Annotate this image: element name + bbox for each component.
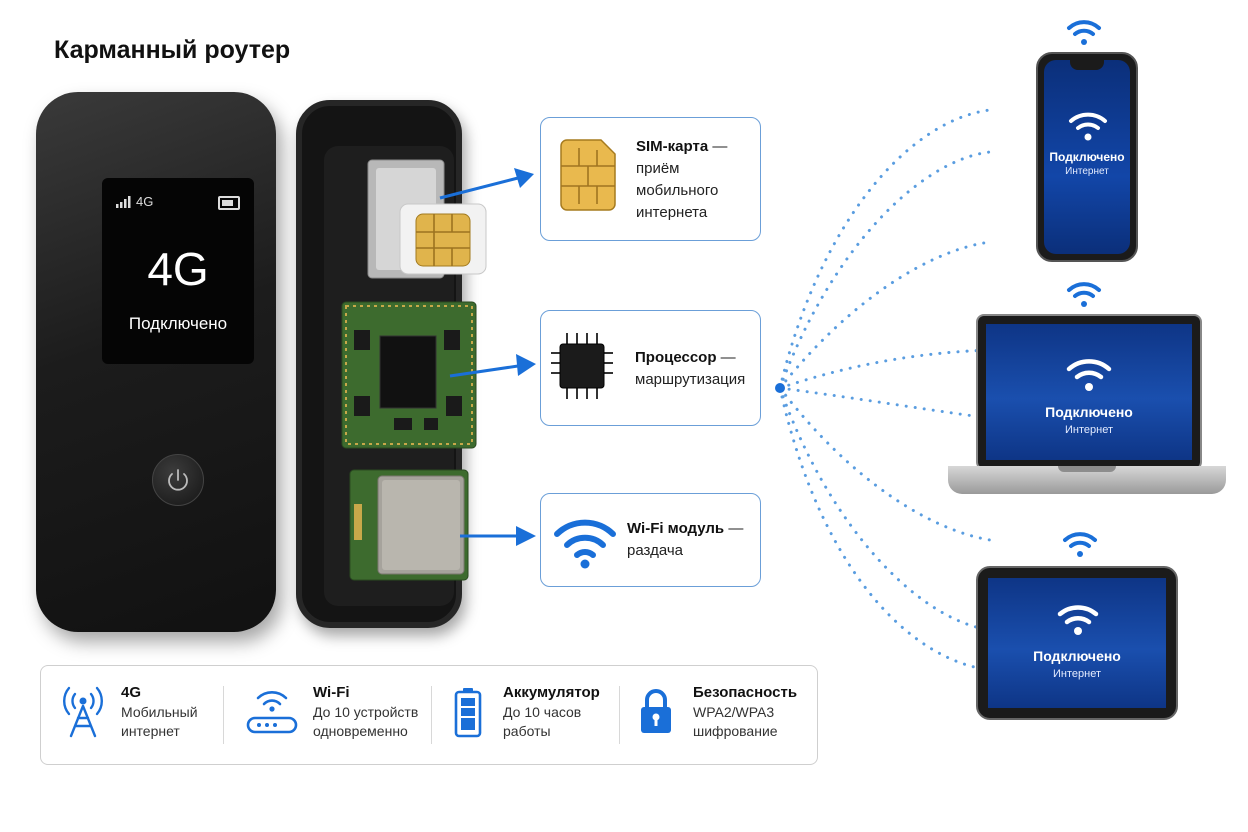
arrow-head-wifi xyxy=(516,526,536,546)
router-front: 4G 4G Подключено xyxy=(36,92,276,632)
device-phone: Подключено Интернет xyxy=(1036,52,1138,262)
device-laptop: Подключено Интернет xyxy=(976,314,1202,470)
antenna-icon xyxy=(63,686,103,738)
dash: — xyxy=(728,520,744,537)
dash: — xyxy=(712,138,728,155)
feature-title: Wi-Fi xyxy=(313,684,350,701)
screen-status: Подключено xyxy=(128,314,228,333)
feature-line: WPA2/WPA3 xyxy=(693,704,775,720)
dash: — xyxy=(720,349,736,366)
signal-bars-icon xyxy=(116,196,131,208)
component-desc-line: маршрутизация xyxy=(635,371,746,388)
battery-status-icon xyxy=(218,196,240,210)
processor-chip-icon xyxy=(551,333,613,399)
component-desc-line: раздача xyxy=(627,542,683,559)
network-type-label: 4G xyxy=(136,194,154,209)
processor-board-icon xyxy=(341,301,477,449)
device-tablet: Подключено Интернет xyxy=(976,566,1178,720)
divider xyxy=(619,686,620,744)
feature-line: Мобильный xyxy=(121,704,198,720)
laptop-base xyxy=(948,466,1226,494)
device-status: Подключено xyxy=(1033,648,1121,664)
sim-card-icon xyxy=(560,139,616,211)
device-status: Подключено xyxy=(1049,150,1125,164)
component-arrows xyxy=(439,168,536,546)
signal-waves xyxy=(775,108,992,672)
device-sub: Интернет xyxy=(1065,424,1113,436)
feature-line: До 10 часов xyxy=(503,704,582,720)
component-desc-line: приём xyxy=(636,160,680,177)
wifi-icon xyxy=(1067,20,1101,45)
power-button[interactable] xyxy=(152,454,204,506)
wifi-board-icon xyxy=(349,469,469,581)
feature-line: До 10 устройств xyxy=(313,704,419,720)
wifi-icon xyxy=(1066,359,1112,391)
router-screen: 4G 4G Подключено xyxy=(102,178,254,364)
device-status: Подключено xyxy=(1045,404,1133,420)
feature-line: работы xyxy=(503,723,551,739)
component-desc-line: интернета xyxy=(636,204,708,221)
feature-title: Аккумулятор xyxy=(503,684,600,701)
wifi-icon xyxy=(1057,605,1099,635)
component-box-wifi: Wi-Fi модуль — раздача xyxy=(540,493,761,587)
wifi-icon xyxy=(1069,112,1107,141)
component-name-processor: Процессор xyxy=(635,349,717,366)
features-bar: 4G Мобильный интернет Wi-Fi До 10 устрой… xyxy=(40,665,818,765)
wifi-icon xyxy=(1067,282,1101,307)
phone-notch xyxy=(1070,60,1104,70)
battery-icon xyxy=(454,688,482,738)
power-icon xyxy=(168,469,188,491)
component-box-sim: SIM-карта — приём мобильного интернета xyxy=(540,117,761,241)
router-wifi-icon xyxy=(246,691,298,734)
arrow-sim xyxy=(439,176,519,200)
laptop-screen: Подключено Интернет xyxy=(986,324,1192,460)
wifi-icon xyxy=(554,519,616,569)
feature-title: 4G xyxy=(121,684,142,701)
device-sub: Интернет xyxy=(1065,166,1109,177)
tablet-screen: Подключено Интернет xyxy=(988,578,1166,708)
signal-source-dot xyxy=(775,383,785,393)
component-name-wifi: Wi-Fi модуль xyxy=(627,520,725,537)
component-box-processor: Процессор — маршрутизация xyxy=(540,310,761,426)
divider xyxy=(431,686,432,744)
feature-title: Безопасность xyxy=(693,684,798,701)
feature-line: одновременно xyxy=(313,723,408,739)
feature-line: шифрование xyxy=(693,723,778,739)
arrow-head-sim xyxy=(514,168,534,188)
page-title: Карманный роутер xyxy=(54,36,291,64)
wifi-icon xyxy=(1063,532,1097,557)
arrow-cpu xyxy=(449,364,519,378)
screen-network-big: 4G xyxy=(147,243,209,295)
lock-icon xyxy=(641,689,671,733)
device-sub: Интернет xyxy=(1053,668,1101,680)
feature-line: интернет xyxy=(121,723,180,739)
arrow-head-cpu xyxy=(516,354,536,376)
sim-tray-icon xyxy=(367,159,487,279)
divider xyxy=(223,686,224,744)
phone-screen: Подключено Интернет xyxy=(1044,60,1130,254)
component-name-sim: SIM-карта xyxy=(636,138,709,155)
component-desc-line: мобильного xyxy=(636,182,719,199)
